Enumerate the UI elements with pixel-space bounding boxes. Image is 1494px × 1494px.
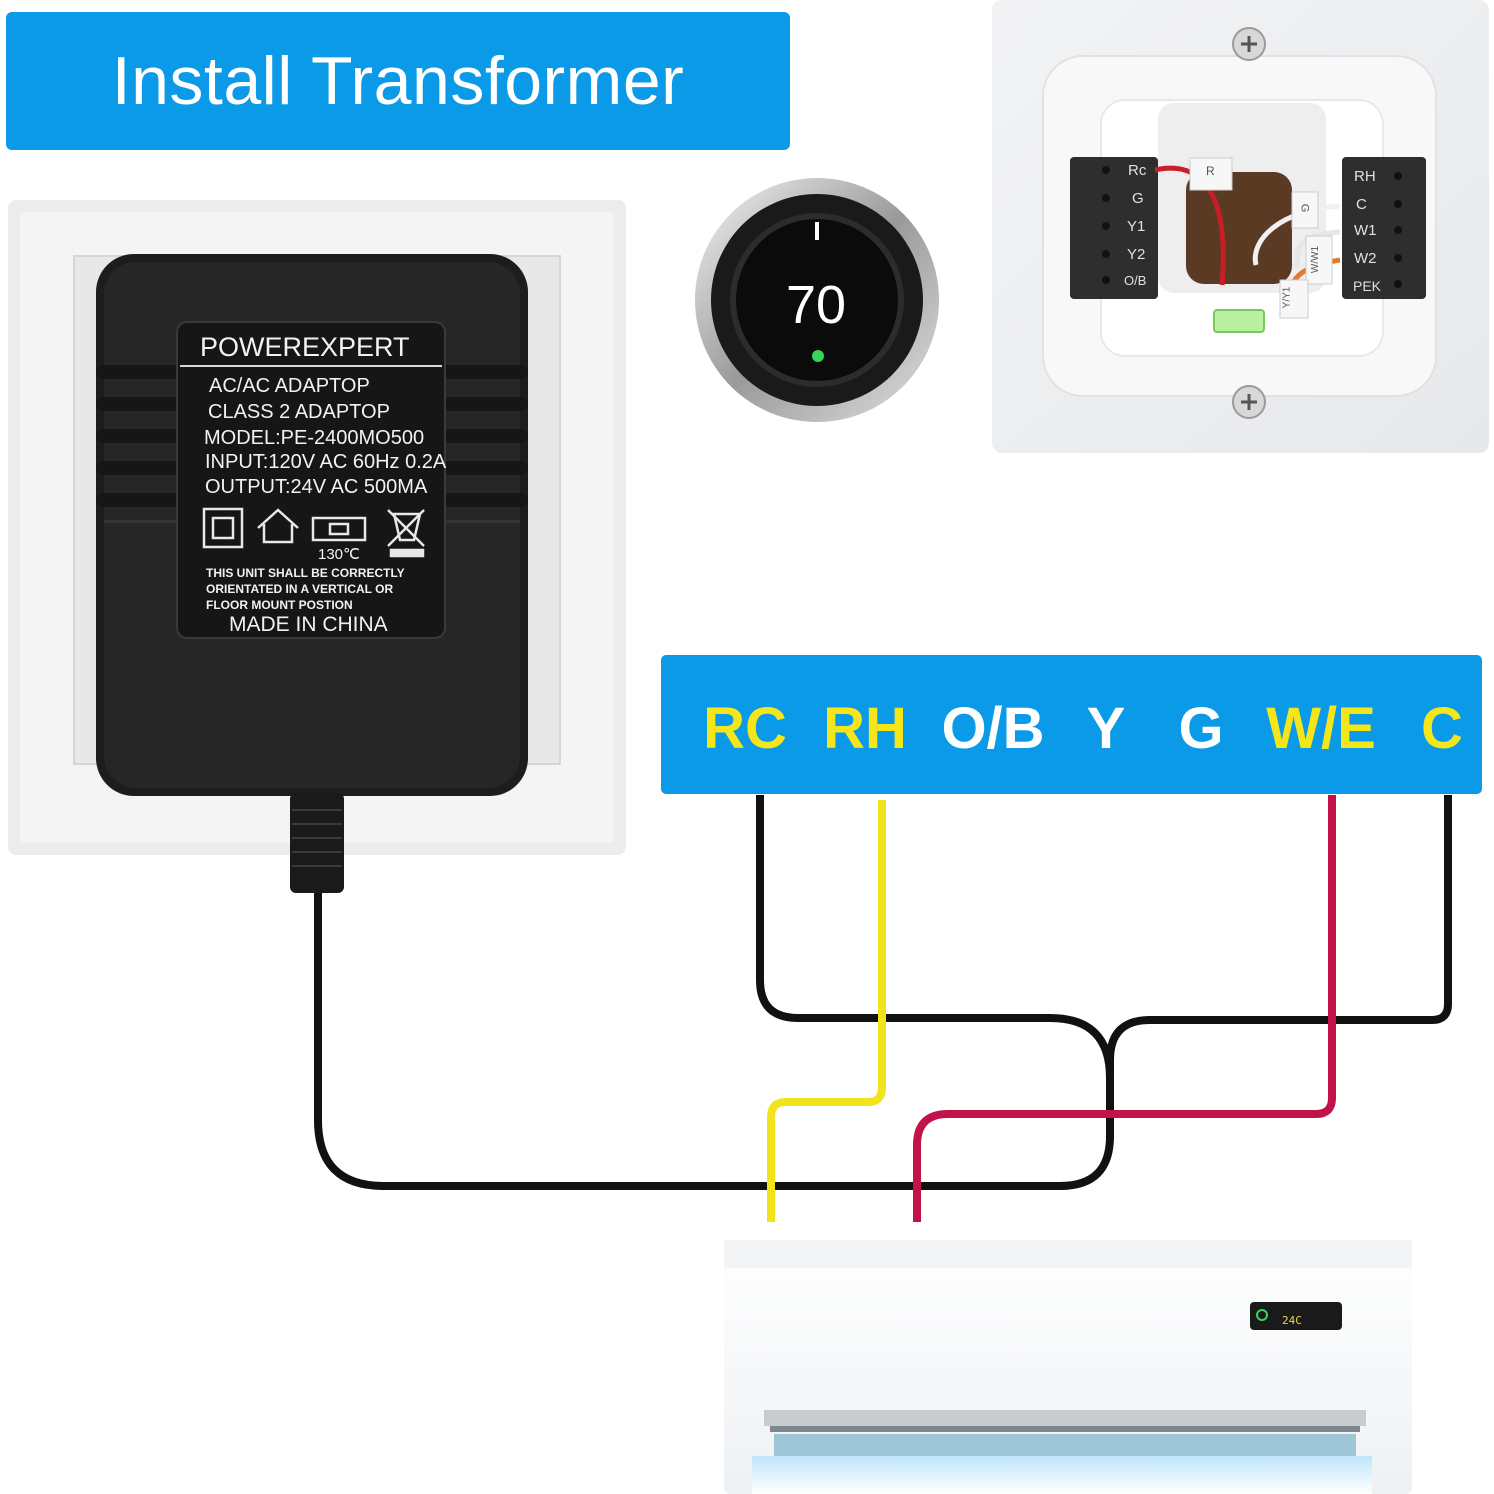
plate-left-terminal-4: Y2 <box>1127 246 1146 263</box>
adapter-line-1: AC/AC ADAPTOP <box>209 375 370 397</box>
page-title: Install Transformer <box>111 43 685 119</box>
terminal-y: Y <box>1086 696 1126 761</box>
adapter-brand: POWEREXPERT <box>200 332 410 362</box>
weee-bin-icon <box>387 509 425 558</box>
adapter-cord-wire <box>314 795 1452 1190</box>
wire-tag-y: Y/Y1 <box>1281 286 1293 309</box>
adapter-body <box>96 254 528 893</box>
adapter-line-2: CLASS 2 ADAPTOP <box>208 401 390 423</box>
ac-display-readout: 24C <box>1282 1314 1302 1327</box>
adapter-warning-3: FLOOR MOUNT POSTION <box>206 598 353 612</box>
plate-right-terminal-2: C <box>1356 196 1367 213</box>
wall-plate-photo <box>992 0 1489 453</box>
terminal-rc: RC <box>703 696 787 761</box>
plate-right-terminal-4: W2 <box>1354 250 1377 267</box>
adapter-origin: MADE IN CHINA <box>229 613 388 636</box>
round-thermostat <box>695 178 939 422</box>
plate-left-terminal-3: Y1 <box>1127 218 1146 235</box>
plate-left-terminal-2: G <box>1132 190 1144 207</box>
adapter-line-5: OUTPUT:24V AC 500MA <box>205 476 428 498</box>
indoor-use-icon <box>257 508 299 544</box>
wire-tag-r: R <box>1206 164 1215 178</box>
terminal-we: W/E <box>1266 696 1376 761</box>
rh-wire <box>767 800 886 1222</box>
terminal-c: C <box>1421 696 1463 761</box>
power-icon <box>1256 1309 1268 1321</box>
plate-right-terminal-3: W1 <box>1354 222 1377 239</box>
terminal-bar: RC RH O/B Y G W/E C <box>661 655 1482 794</box>
title-banner: Install Transformer <box>6 12 790 150</box>
adapter-line-4: INPUT:120V AC 60Hz 0.2A <box>205 451 447 473</box>
adapter-temp-rating: 130℃ <box>318 546 360 563</box>
plate-left-terminal-1: Rc <box>1128 162 1147 179</box>
terminal-rh: RH <box>823 696 907 761</box>
wire-tag-g: G <box>1298 203 1311 213</box>
adapter-warning-1: THIS UNIT SHALL BE CORRECTLY <box>206 566 405 580</box>
double-insulation-icon <box>202 507 244 549</box>
terminal-g: G <box>1178 696 1224 761</box>
we-wire <box>913 795 1336 1222</box>
thermostat-temperature: 70 <box>786 275 847 335</box>
adapter-warning-2: ORIENTATED IN A VERTICAL OR <box>206 582 394 596</box>
ac-display-panel <box>1250 1302 1342 1330</box>
plate-right-terminal-1: RH <box>1354 168 1376 185</box>
plate-right-terminal-5: PEK <box>1353 278 1382 294</box>
plate-left-terminal-5: O/B <box>1124 273 1147 288</box>
fuse-icon <box>311 516 367 542</box>
rc-wire <box>756 795 1114 1079</box>
terminal-ob: O/B <box>941 696 1045 761</box>
wire-tag-w: W/W1 <box>1310 245 1322 274</box>
leaf-icon <box>812 350 824 362</box>
adapter-line-3: MODEL:PE-2400MO500 <box>204 427 425 449</box>
ac-unit <box>724 1240 1412 1494</box>
